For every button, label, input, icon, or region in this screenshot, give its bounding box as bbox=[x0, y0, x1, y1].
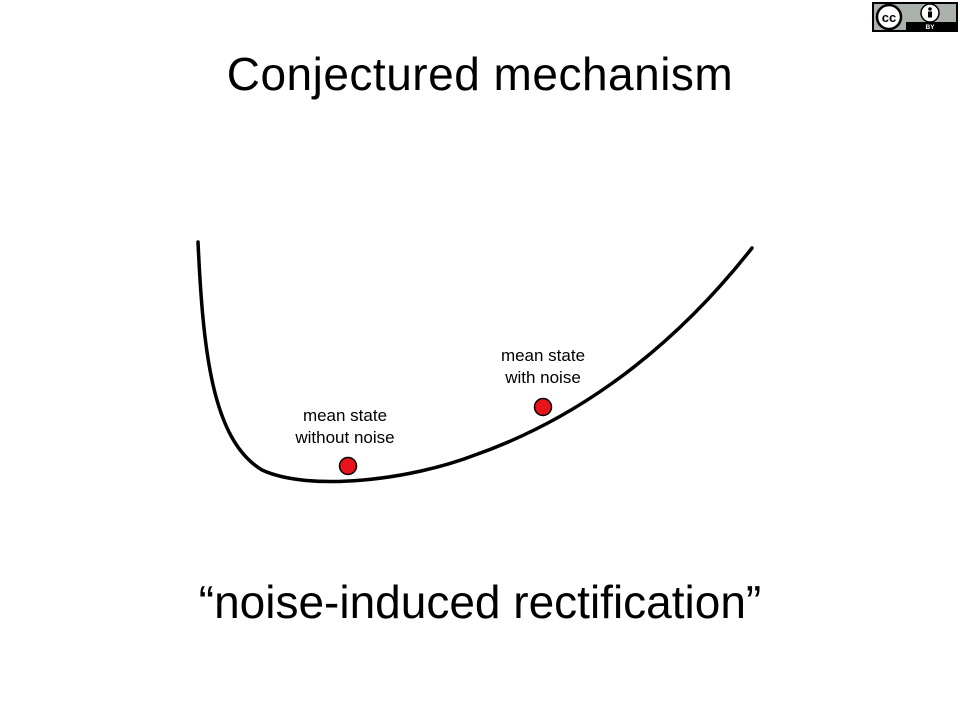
mean-state-with-noise-point bbox=[533, 397, 553, 417]
caption: “noise-induced rectification” bbox=[198, 576, 762, 628]
label-with-noise-line2: with noise bbox=[505, 368, 581, 387]
by-label: BY bbox=[925, 24, 935, 31]
label-with-noise: mean state with noise bbox=[453, 345, 633, 389]
label-without-noise: mean state without noise bbox=[255, 405, 435, 449]
slide-title: Conjectured mechanism bbox=[226, 48, 734, 100]
cc-label: cc bbox=[882, 10, 896, 25]
label-with-noise-line1: mean state bbox=[500, 346, 586, 365]
mean-state-without-noise-point bbox=[338, 456, 358, 476]
potential-curve bbox=[196, 240, 754, 484]
label-without-noise-line1: mean state bbox=[302, 406, 388, 425]
cc-by-icon: cc BY bbox=[872, 2, 958, 32]
label-without-noise-line2: without noise bbox=[295, 428, 395, 447]
